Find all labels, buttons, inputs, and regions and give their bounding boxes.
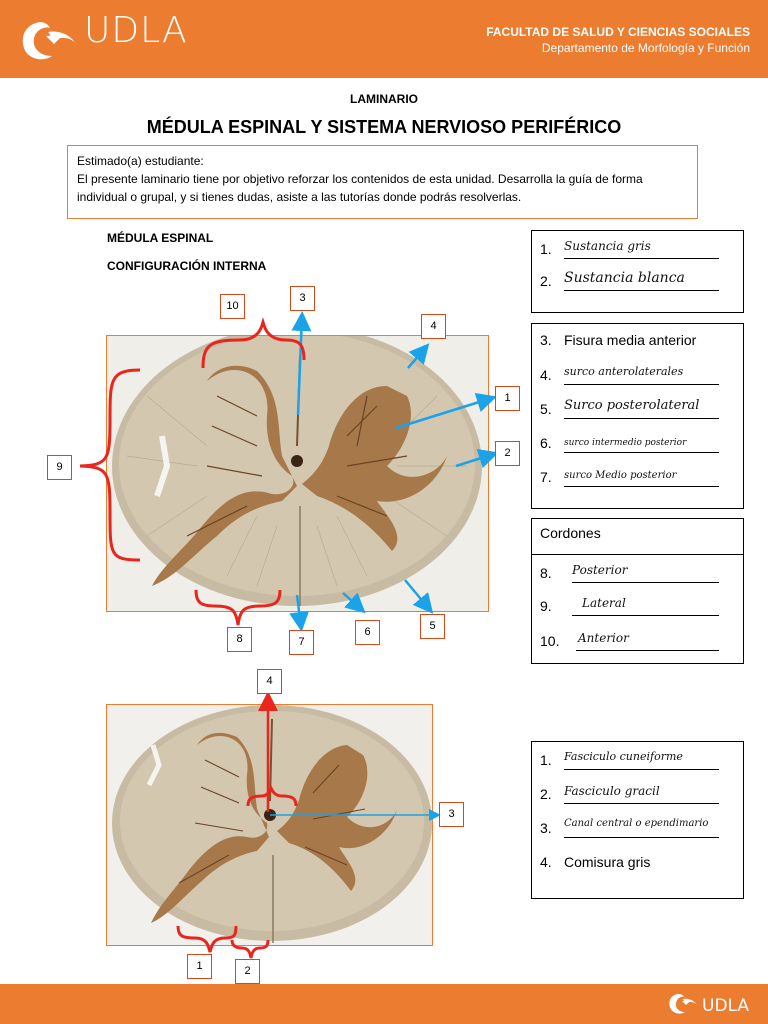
answer-line [564,769,719,770]
fig1-label-10: 10 [220,294,245,319]
answer-row: 7. surco Medio posterior [540,467,552,487]
fig1-label-9: 9 [47,455,72,480]
answer-handwriting: Surco posterolateral [564,396,699,416]
answer-number: 6. [540,433,552,453]
answer-row: 2. Fasciculo gracil [540,784,552,804]
answer-number: 4. [540,852,552,872]
answer-number: 3. [540,330,552,350]
page-header: UDLA FACULTAD DE SALUD Y CIENCIAS SOCIAL… [0,0,768,78]
answer-row: 9. Lateral [540,596,552,616]
answer-row: 3. Fisura media anterior [540,330,552,350]
answer-number: 2. [540,271,552,291]
answer-box-2: 3. Fisura media anterior 4. surco antero… [531,323,744,509]
answer-line [564,486,719,487]
answer-row: 4. surco anterolaterales [540,365,552,385]
answer-number: 3. [540,818,552,838]
answer-handwriting: Posterior [572,560,627,580]
intro-box: Estimado(a) estudiante: El presente lami… [67,145,698,219]
answer-line [564,452,719,453]
answer-number: 7. [540,467,552,487]
intro-text: El presente laminario tiene por objetivo… [77,170,688,206]
answer-line [564,384,719,385]
spinal-cord-model-2 [107,705,433,946]
answer-box-3: Cordones 8. Posterior 9. Lateral 10. Ant… [531,518,744,664]
answer-line [572,582,719,583]
answer-row: 6. surco intermedio posterior [540,433,552,453]
answer-number: 5. [540,399,552,419]
answer-line [564,837,719,838]
spinal-cord-photo-2 [106,704,433,946]
answer-row: 10. Anterior [540,631,559,651]
fig2-label-1: 1 [187,954,212,979]
answer-box-1: 1. Sustancia gris 2. Sustancia blanca [531,230,744,313]
answer-handwriting: Lateral [582,593,626,613]
department-name: Departamento de Morfología y Función [486,40,750,56]
answer-handwriting: surco intermedio posterior [564,433,686,453]
answer-row: 4. Comisura gris [540,852,552,872]
document-title: MÉDULA ESPINAL Y SISTEMA NERVIOSO PERIFÉ… [0,117,768,138]
answer-line [564,418,719,419]
answer-number: 10. [540,631,559,651]
spinal-cord-photo-1 [106,335,489,612]
section-subtitle: CONFIGURACIÓN INTERNA [107,259,266,273]
answer-row: 2. Sustancia blanca [540,271,552,291]
fig1-label-3: 3 [290,286,315,311]
fig1-label-7: 7 [289,630,314,655]
answer-handwriting: Canal central o ependimario [564,818,714,829]
answer-number: 9. [540,596,552,616]
answer-printed: Comisura gris [564,852,650,872]
answer-row: 1. Fasciculo cuneiforme [540,750,552,770]
cordones-heading: Cordones [532,519,743,555]
fig1-label-8: 8 [227,627,252,652]
fig1-label-2: 2 [495,441,520,466]
fig1-label-5: 5 [420,614,445,639]
answer-number: 1. [540,239,552,259]
answer-handwriting: Anterior [578,628,629,648]
answer-handwriting: Fasciculo cuneiforme [564,747,683,767]
fig2-label-4: 4 [257,669,282,694]
answer-row: 1. Sustancia gris [540,239,552,259]
answer-line [576,650,719,651]
fig1-label-4: 4 [421,314,446,339]
answer-handwriting: surco Medio posterior [564,466,676,486]
answer-row: 8. Posterior [540,563,552,583]
footer-brand: UDLA [702,996,749,1016]
answer-row: 5. Surco posterolateral [540,399,552,419]
brand-name: UDLA [84,10,188,51]
fig1-label-6: 6 [355,620,380,645]
answer-line [572,615,719,616]
fig2-label-2: 2 [235,959,260,984]
answer-number: 4. [540,365,552,385]
answer-number: 8. [540,563,552,583]
answer-number: 2. [540,784,552,804]
page-footer: UDLA [0,984,768,1024]
answer-printed: Fisura media anterior [564,330,696,350]
fig2-label-3: 3 [439,802,464,827]
fig1-label-1: 1 [495,386,520,411]
section-title: MÉDULA ESPINAL [107,231,213,245]
answer-handwriting: Sustancia gris [564,236,651,256]
answer-box-4: 1. Fasciculo cuneiforme 2. Fasciculo gra… [531,741,744,899]
header-info: FACULTAD DE SALUD Y CIENCIAS SOCIALES De… [486,24,750,56]
udla-footer-logo: UDLA [668,990,758,1018]
answer-line [564,290,719,291]
answer-handwriting: Sustancia blanca [564,268,685,288]
answer-number: 1. [540,750,552,770]
answer-line [564,258,719,259]
answer-line [564,803,719,804]
intro-greeting: Estimado(a) estudiante: [77,152,688,170]
spinal-cord-model-1 [107,336,489,612]
answer-row: 3. Canal central o ependimario [540,818,552,838]
answer-handwriting: surco anterolaterales [564,362,683,382]
faculty-name: FACULTAD DE SALUD Y CIENCIAS SOCIALES [486,24,750,40]
document-kind: LAMINARIO [0,92,768,106]
answer-handwriting: Fasciculo gracil [564,781,660,801]
